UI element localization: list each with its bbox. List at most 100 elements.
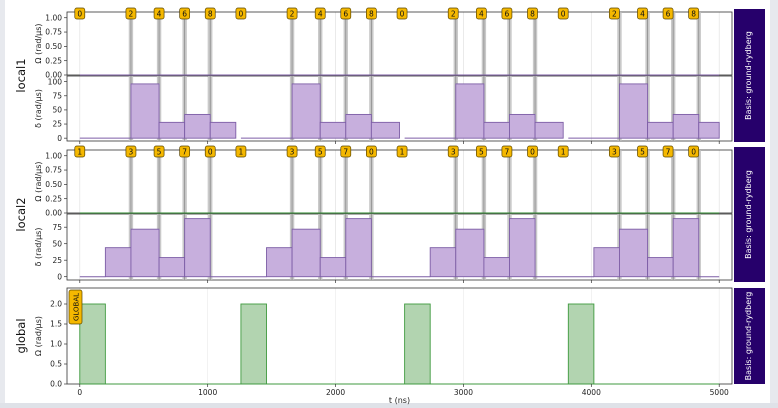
local2-marker-box	[501, 145, 513, 158]
local1-delta-bar	[455, 83, 485, 139]
local1-marker-box	[662, 7, 674, 20]
left-edge	[0, 0, 5, 408]
local1-marker-box	[396, 7, 408, 20]
local2-marker-label: 3	[290, 148, 295, 157]
local2-marker-label: 1	[239, 148, 244, 157]
local1-marker-label: 6	[505, 10, 510, 19]
local2-marker-box	[235, 145, 247, 158]
x-tick-label: 5000	[710, 388, 729, 397]
local1-marker-box	[475, 7, 487, 20]
local2-delta-ylabel: δ (rad/µs)	[34, 228, 43, 267]
local2-delta-bar	[483, 257, 510, 278]
local1-marker-label: 8	[369, 10, 374, 19]
local2-delta-bar	[104, 247, 132, 278]
local2-marker: 0	[366, 145, 377, 158]
local1-marker-box	[340, 7, 352, 20]
local2-marker-box	[688, 145, 699, 158]
local2-marker-box	[637, 145, 648, 158]
local1-delta-tick-label: 75	[52, 91, 62, 100]
local2-delta-bar	[672, 218, 700, 278]
local1-marker-box	[204, 7, 216, 20]
local2-marker-label: 3	[612, 148, 617, 157]
x-tick-label: 1000	[198, 388, 217, 397]
global-basis-label: Basis: ground-rydberg	[744, 292, 753, 381]
local2-marker: 5	[637, 145, 648, 158]
local2-marker-box	[204, 145, 216, 158]
global-basis-box	[734, 288, 765, 384]
global-omega-bar	[404, 303, 431, 385]
global-omega-bar	[567, 303, 595, 385]
local1-marker-label: 2	[612, 10, 617, 19]
local1-delta-axes	[66, 75, 733, 142]
local1-marker-box	[501, 7, 513, 20]
local1-marker-label: 6	[182, 10, 187, 19]
local2-channel-label: local2	[14, 197, 28, 231]
local2-omega-tick-label: 0.00	[45, 209, 62, 218]
local2-marker-label: 5	[157, 148, 162, 157]
local1-delta-tick-label: 25	[52, 120, 62, 129]
local1-delta-tick-label: 0	[57, 134, 62, 143]
local2-omega-tick-label: 0.50	[45, 180, 62, 189]
local1-delta-bar	[130, 83, 160, 139]
local1-delta-bar	[483, 121, 510, 139]
local2-marker: 3	[286, 145, 298, 158]
local2-marker-label: 0	[691, 148, 696, 157]
local1-marker: 8	[527, 7, 538, 20]
local2-omega-tick-label: 1.00	[45, 151, 62, 160]
local1-marker-label: 0	[77, 10, 82, 19]
local2-marker-box	[475, 145, 487, 158]
local2-delta-bar	[266, 247, 293, 278]
global-omega-tick-label: 0.0	[50, 380, 62, 389]
local2-delta-bar	[345, 218, 372, 278]
local1-delta-bar	[619, 83, 649, 139]
local1-marker: 8	[688, 7, 699, 20]
global-omega-tick-label: 2.0	[50, 300, 62, 309]
local1-omega-tick-label: 0.75	[45, 28, 62, 37]
bottom-edge	[0, 403, 778, 408]
local1-marker-box	[179, 7, 191, 20]
local1-marker-box	[366, 7, 377, 20]
local2-marker-box	[74, 145, 86, 158]
local2-marker: 5	[314, 145, 326, 158]
local2-delta-axes	[66, 213, 733, 281]
local1-delta-bar	[509, 113, 536, 139]
local1-marker-label: 2	[290, 10, 295, 19]
local2-marker: 1	[74, 145, 86, 158]
local1-marker: 2	[608, 7, 620, 20]
local2-delta-tick-label: 50	[52, 239, 62, 248]
local1-marker-box	[153, 7, 165, 20]
local2-delta-bar	[593, 247, 620, 278]
local2-marker: 1	[396, 145, 408, 158]
global-omega-bar	[240, 303, 267, 385]
local1-marker: 6	[662, 7, 674, 20]
local1-marker-label: 0	[400, 10, 405, 19]
local1-marker: 0	[235, 7, 247, 20]
local1-marker: 0	[396, 7, 408, 20]
local1-marker-label: 0	[239, 10, 244, 19]
local1-marker-box	[314, 7, 326, 20]
global-channel-label: global	[14, 318, 28, 353]
local2-marker: 3	[447, 145, 459, 158]
local1-marker-box	[527, 7, 538, 20]
local2-delta-bar	[291, 228, 321, 278]
local2-basis-label: Basis: ground-rydberg	[744, 170, 753, 259]
local2-delta-tick-label: 75	[52, 223, 62, 232]
right-edge	[770, 0, 778, 408]
local1-marker: 4	[475, 7, 487, 20]
local1-omega-tick-label: 0.25	[45, 56, 62, 65]
local2-marker-box	[314, 145, 326, 158]
local2-marker: 5	[475, 145, 487, 158]
local1-marker-label: 4	[479, 10, 484, 19]
local1-marker: 0	[557, 7, 569, 20]
local2-delta-tick-label: 25	[52, 256, 62, 265]
global-marker: GLOBAL	[68, 289, 83, 325]
local2-marker-label: 7	[666, 148, 671, 157]
local1-delta-bar	[209, 121, 237, 139]
local2-marker-box	[608, 145, 620, 158]
local1-marker-label: 2	[129, 10, 134, 19]
local2-marker-box	[366, 145, 377, 158]
local2-marker-label: 7	[343, 148, 348, 157]
local1-marker-box	[74, 7, 86, 20]
local2-marker-label: 0	[530, 148, 535, 157]
